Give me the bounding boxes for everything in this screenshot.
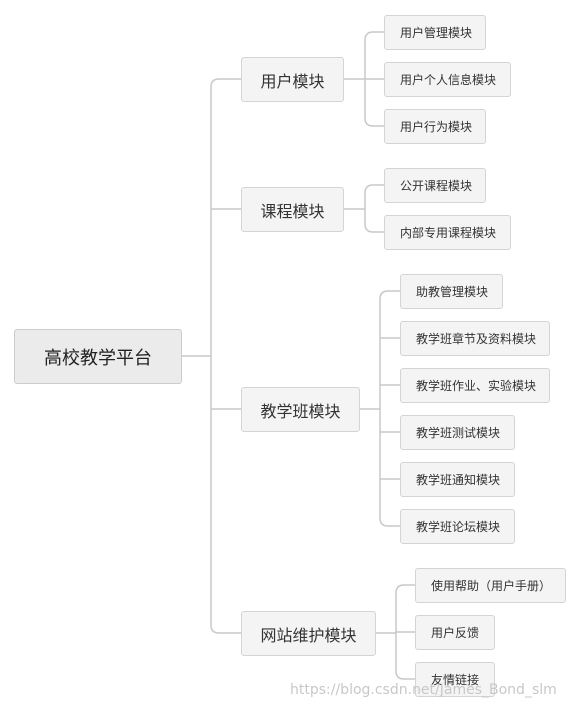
leaf-label: 友情链接	[431, 673, 480, 687]
module-node-class[interactable]: 教学班模块	[241, 387, 360, 432]
leaf-label: 用户行为模块	[400, 120, 473, 134]
connector-line	[395, 584, 415, 594]
connector-line	[210, 78, 241, 88]
leaf-node[interactable]: 教学班论坛模块	[400, 509, 515, 544]
root-label: 高校教学平台	[44, 347, 152, 369]
leaf-node[interactable]: 教学班章节及资料模块	[400, 321, 550, 356]
leaf-label: 公开课程模块	[400, 179, 473, 193]
leaf-node[interactable]: 用户管理模块	[384, 15, 486, 50]
leaf-label: 助教管理模块	[416, 285, 489, 299]
leaf-node[interactable]: 用户行为模块	[384, 109, 486, 144]
watermark: https://blog.csdn.net/James_Bond_slm	[290, 682, 557, 698]
connector-line	[379, 290, 400, 300]
root-node[interactable]: 高校教学平台	[14, 329, 182, 384]
module-label: 课程模块	[260, 201, 325, 221]
leaf-node[interactable]: 教学班作业、实验模块	[400, 368, 550, 403]
leaf-label: 用户个人信息模块	[400, 73, 497, 87]
connector-line	[364, 117, 384, 127]
connector-line	[364, 31, 384, 41]
connector-line	[364, 184, 384, 194]
connector-line	[364, 223, 384, 233]
connector-line	[379, 517, 400, 527]
leaf-label: 内部专用课程模块	[400, 226, 497, 240]
module-node-maintenance[interactable]: 网站维护模块	[241, 611, 376, 656]
module-label: 网站维护模块	[260, 625, 357, 645]
leaf-label: 教学班作业、实验模块	[416, 379, 537, 393]
module-label: 教学班模块	[260, 401, 341, 421]
leaf-node[interactable]: 使用帮助（用户手册）	[415, 568, 566, 603]
leaf-label: 教学班通知模块	[416, 473, 501, 487]
leaf-node[interactable]: 用户个人信息模块	[384, 62, 511, 97]
leaf-node[interactable]: 内部专用课程模块	[384, 215, 511, 250]
leaf-label: 用户管理模块	[400, 26, 473, 40]
leaf-node[interactable]: 用户反馈	[415, 615, 495, 650]
module-label: 用户模块	[260, 71, 325, 91]
module-node-course[interactable]: 课程模块	[241, 187, 344, 232]
connector-line	[210, 624, 241, 634]
leaf-node[interactable]: 教学班通知模块	[400, 462, 515, 497]
connector-line	[395, 670, 415, 680]
leaf-node[interactable]: 教学班测试模块	[400, 415, 515, 450]
leaf-label: 教学班章节及资料模块	[416, 332, 537, 346]
module-node-user[interactable]: 用户模块	[241, 57, 344, 102]
leaf-label: 教学班论坛模块	[416, 520, 501, 534]
leaf-node[interactable]: 助教管理模块	[400, 274, 503, 309]
leaf-label: 教学班测试模块	[416, 426, 501, 440]
leaf-node[interactable]: 友情链接	[415, 662, 495, 697]
leaf-label: 使用帮助（用户手册）	[431, 579, 552, 593]
leaf-node[interactable]: 公开课程模块	[384, 168, 486, 203]
leaf-label: 用户反馈	[431, 626, 480, 640]
